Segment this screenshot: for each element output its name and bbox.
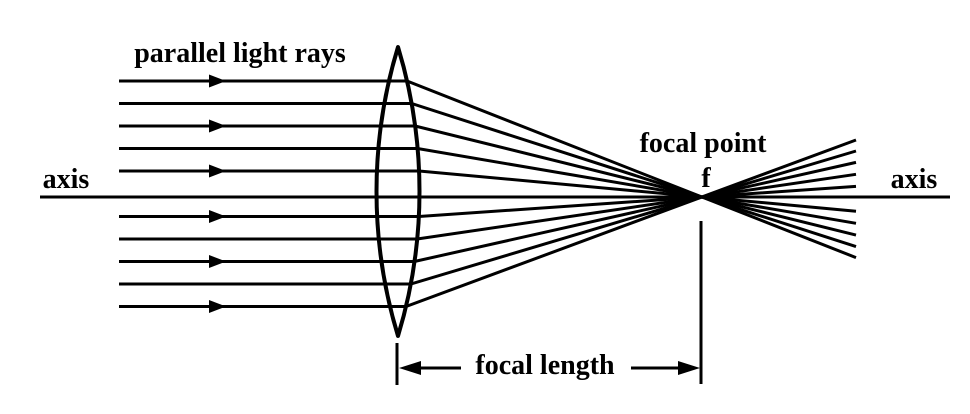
light-ray (119, 79, 857, 259)
axis-label-left: axis (43, 164, 90, 195)
ray-direction-arrowhead (209, 74, 226, 88)
focal-length-label: focal length (475, 350, 615, 381)
ray-direction-arrowhead (209, 255, 226, 268)
dimension-left-arrowhead (399, 361, 421, 375)
light-rays-group (119, 74, 857, 313)
axis-label-right: axis (891, 164, 938, 195)
convex-lens (374, 45, 422, 338)
focal-point-symbol: f (701, 163, 711, 194)
dimension-right-arrowhead (678, 361, 700, 375)
ray-direction-arrowhead (209, 164, 226, 178)
ray-direction-arrowhead (209, 210, 226, 223)
light-ray (119, 138, 857, 308)
focal-length-dimension (395, 343, 700, 385)
parallel-light-rays-label: parallel light rays (134, 38, 346, 69)
focal-point-label: focal point (640, 128, 767, 159)
ray-direction-arrowhead (209, 119, 226, 133)
ray-direction-arrowhead (209, 300, 226, 313)
